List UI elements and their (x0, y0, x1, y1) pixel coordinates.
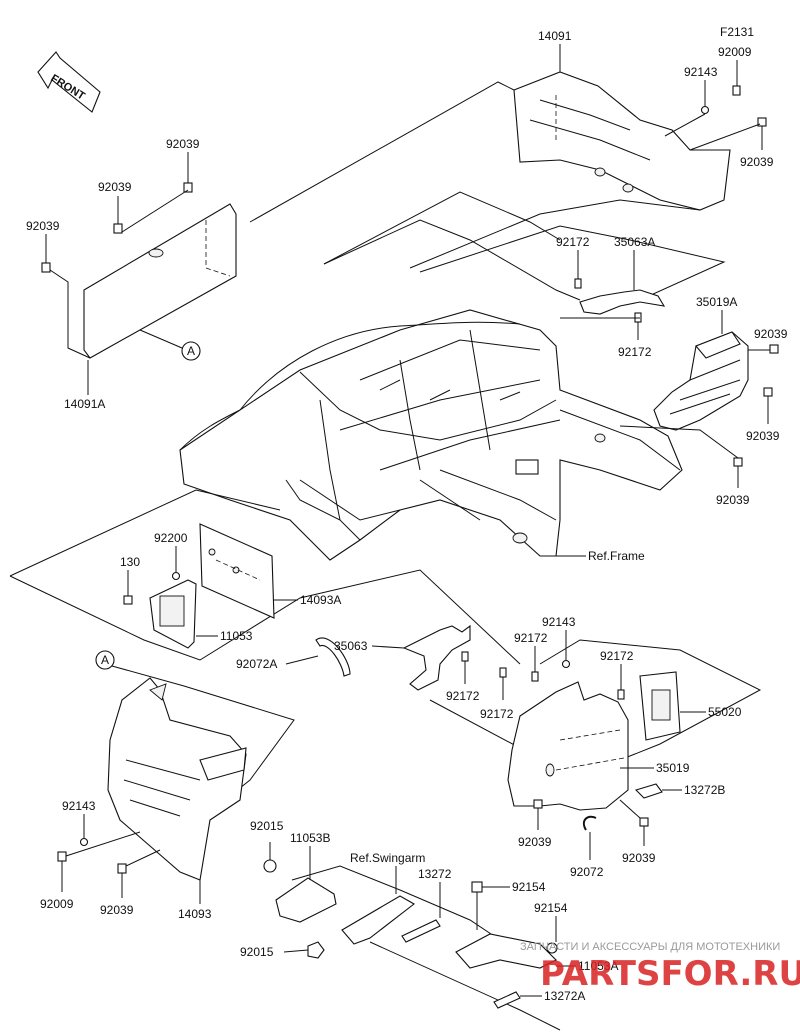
clamp-92072-icon (582, 815, 597, 831)
callout-92039-a: 92039 (166, 137, 200, 151)
bracket-35063A (579, 289, 666, 315)
callout-92039-top-right: 92039 (740, 155, 774, 169)
mud-guard-35019A (653, 331, 749, 431)
nut-92015-bottom-icon (307, 941, 325, 959)
plate-55020 (639, 671, 681, 741)
ref-frame-label: Ref.Frame (588, 549, 645, 563)
callout-92039-r2: 92039 (746, 429, 780, 443)
front-arrow-icon: FRONT (37, 51, 101, 113)
clip-92039-mid1-icon (533, 799, 543, 809)
callout-92015-bottom: 92015 (240, 945, 274, 959)
swingarm-ref (341, 895, 415, 945)
watermark-text: ЗАПЧАСТИ И АКСЕССУАРЫ ДЛЯ МОТОТЕХНИКИ (520, 941, 780, 953)
rod-13272 (401, 919, 441, 943)
callout-92072A: 92072A (236, 657, 277, 671)
reference-circle-a-top (181, 341, 201, 361)
clip-92039-c-icon (41, 262, 51, 273)
rod-13272A-icon (493, 991, 521, 1009)
bolt-92172-c-icon (461, 651, 469, 662)
plate-14093A (199, 523, 275, 619)
main-frame (179, 309, 683, 561)
callout-35019: 35019 (656, 761, 690, 775)
bolt-130-icon (123, 595, 133, 605)
bolt-92172-d-icon (499, 667, 507, 678)
callout-35063A: 35063A (614, 235, 655, 249)
callout-92143-left: 92143 (62, 799, 96, 813)
washer-92143-left-icon (79, 837, 89, 847)
callout-92200: 92200 (154, 531, 188, 545)
mud-guard-35019 (507, 681, 629, 811)
watermark-brand: PARTSFOR.RU (540, 954, 800, 994)
callout-92039-left: 92039 (100, 903, 134, 917)
callout-14091A: 14091A (64, 397, 105, 411)
callout-92154-b: 92154 (534, 901, 568, 915)
clip-92039-left-icon (117, 863, 127, 874)
callout-14093: 14093 (178, 907, 212, 921)
callout-130: 130 (120, 555, 140, 569)
ref-swingarm-label: Ref.Swingarm (350, 851, 425, 865)
washer-92143-mid-icon (561, 659, 571, 669)
callout-92039-r1: 92039 (754, 327, 788, 341)
nut-92015-top-icon (263, 859, 277, 873)
callout-55020: 55020 (708, 705, 742, 719)
callout-13272B: 13272B (684, 783, 725, 797)
callout-92015-top: 92015 (250, 819, 284, 833)
bracket-11053A (455, 933, 557, 969)
bolt-92009-left-icon (57, 851, 67, 862)
callout-92172-d: 92172 (480, 707, 514, 721)
callout-92009-left: 92009 (40, 897, 74, 911)
reference-circle-a-top-label: A (187, 344, 195, 358)
clip-92039-mid2-icon (639, 817, 649, 827)
bracket-13272B-icon (634, 783, 663, 799)
callout-92143-mid: 92143 (542, 615, 576, 629)
callout-92172-c: 92172 (446, 689, 480, 703)
bolt-92009-icon (732, 85, 741, 96)
callout-92172-b: 92172 (618, 345, 652, 359)
bracket-11053B (275, 877, 337, 923)
callout-92172-f: 92172 (600, 649, 634, 663)
callout-14093A: 14093A (300, 593, 341, 607)
reference-circle-a-bottom (95, 650, 115, 670)
callout-92039-mid1: 92039 (518, 835, 552, 849)
callout-92154-a: 92154 (512, 880, 546, 894)
bracket-35063 (402, 624, 471, 691)
callout-92039-b: 92039 (98, 180, 132, 194)
callout-92172-a: 92172 (556, 235, 590, 249)
diagram-code: F2131 (720, 25, 754, 39)
bolt-92172-a-icon (574, 278, 582, 289)
callout-92009-top: 92009 (718, 45, 752, 59)
side-panel-14091A (83, 203, 237, 359)
bolt-92172-e-icon (531, 671, 539, 682)
bolt-92154-a-icon (471, 881, 483, 893)
callout-11053A: 11053A (578, 959, 618, 973)
clip-92039-a-icon (183, 182, 193, 193)
callout-92172-e: 92172 (514, 631, 548, 645)
callout-14091: 14091 (538, 29, 572, 43)
clip-92039-r3-icon (733, 457, 743, 467)
callout-92039-mid2: 92039 (622, 851, 656, 865)
rear-fender-cover-14091 (513, 71, 731, 211)
bracket-11053 (149, 579, 197, 649)
callout-13272: 13272 (418, 867, 452, 881)
cover-14093 (107, 677, 247, 881)
clip-92039-r2-icon (763, 387, 773, 397)
callout-13272A: 13272A (544, 989, 585, 1003)
callout-92143-top: 92143 (684, 65, 718, 79)
callout-92039-c: 92039 (26, 219, 60, 233)
bolt-92172-f-icon (617, 689, 625, 700)
callout-11053: 11053 (220, 629, 253, 643)
clamp-92072A-icon (315, 637, 351, 677)
reference-circle-a-bottom-label: A (101, 653, 109, 667)
callout-92039-r3: 92039 (716, 493, 750, 507)
washer-92200-icon (171, 571, 181, 581)
clip-92039-b-icon (113, 223, 123, 234)
nut-92154-b-icon (546, 942, 558, 954)
callout-92072: 92072 (570, 865, 604, 879)
callout-35019A: 35019A (696, 295, 737, 309)
callout-35063: 35063 (334, 639, 368, 653)
callout-11053B: 11053B (290, 831, 330, 845)
washer-92143-icon (700, 105, 710, 115)
clip-92039-r1-icon (769, 344, 779, 354)
